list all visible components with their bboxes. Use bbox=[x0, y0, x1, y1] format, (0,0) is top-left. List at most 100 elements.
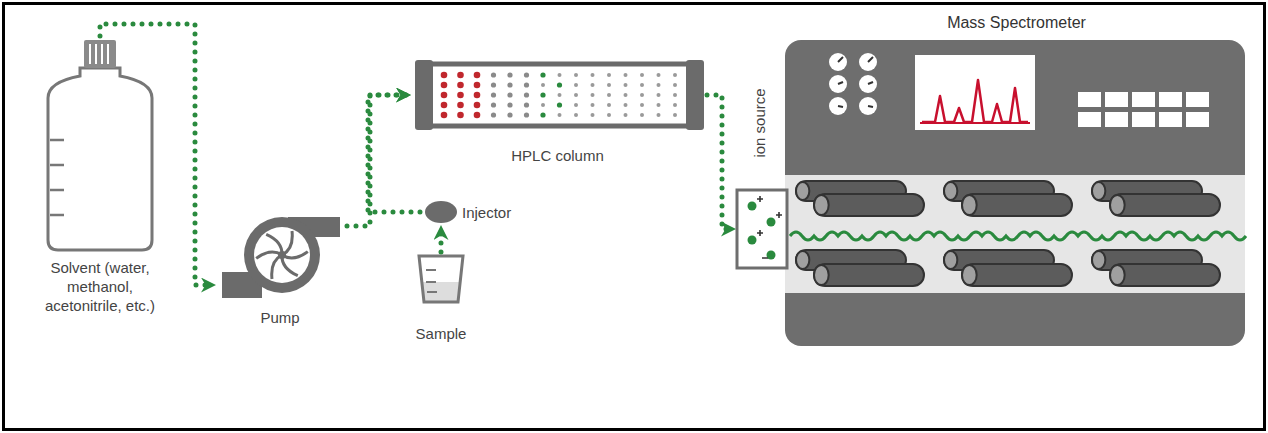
hplc-column bbox=[474, 72, 481, 79]
hplc-column bbox=[624, 113, 628, 117]
hplc-column bbox=[491, 82, 496, 87]
pump-icon bbox=[254, 227, 310, 283]
mass-spectrometer-housing bbox=[785, 40, 1245, 346]
solvent-bottle bbox=[50, 214, 64, 217]
mass-spectrometer-housing bbox=[1186, 112, 1209, 127]
sample-beaker bbox=[419, 256, 463, 302]
hplc-column bbox=[574, 113, 578, 117]
mass-spectrometer-housing bbox=[1105, 112, 1128, 127]
pump-icon bbox=[256, 231, 308, 279]
hplc-column bbox=[673, 83, 677, 87]
mass-spectrometer-node: Mass Spectrometerion source bbox=[728, 8, 1250, 350]
hplc-column bbox=[474, 82, 481, 89]
pump-icon bbox=[278, 251, 286, 259]
hplc-column bbox=[441, 72, 448, 79]
sample-beaker bbox=[427, 291, 437, 293]
mass-spectrometer-housing bbox=[962, 264, 1072, 286]
solvent-bottle bbox=[107, 44, 109, 64]
mass-spectrometer-housing bbox=[814, 195, 829, 215]
injector-node: Injector bbox=[420, 198, 535, 228]
hplc-column bbox=[540, 72, 545, 77]
hplc-column bbox=[558, 93, 562, 97]
hplc-column bbox=[507, 72, 512, 77]
mass-spectrometer-housing bbox=[868, 106, 873, 107]
ion-source-box bbox=[767, 218, 776, 227]
hplc-column bbox=[474, 92, 481, 99]
hplc-column bbox=[457, 82, 464, 89]
hplc-column bbox=[441, 82, 448, 89]
hplc-column bbox=[673, 73, 677, 77]
hplc-column bbox=[574, 83, 578, 87]
hplc-column bbox=[441, 72, 677, 119]
hplc-column bbox=[673, 113, 677, 117]
mass-spectrometer-housing bbox=[944, 251, 957, 269]
mass-spectrometer-housing bbox=[1110, 265, 1125, 285]
mass-spectrometer-housing bbox=[1132, 112, 1155, 127]
hplc-column bbox=[673, 93, 677, 97]
hplc-column bbox=[686, 60, 704, 130]
hplc-column bbox=[491, 112, 496, 117]
hplc-column bbox=[640, 83, 644, 87]
hplc-column bbox=[640, 113, 644, 117]
solvent-bottle bbox=[95, 44, 97, 64]
mass-spectrometer-housing bbox=[1186, 92, 1209, 107]
hplc-column bbox=[491, 92, 496, 97]
mass-spectrometer-housing bbox=[915, 55, 1035, 130]
mass-spectrometer-housing bbox=[838, 82, 843, 84]
mass-spectrometer-housing bbox=[962, 194, 1072, 216]
solvent-bottle bbox=[48, 68, 152, 250]
hplc-column bbox=[607, 83, 611, 87]
mass-spectrometer-housing bbox=[920, 122, 1030, 124]
mass-spectrometer-housing bbox=[1078, 92, 1209, 127]
pump-icon bbox=[222, 217, 340, 298]
pump-icon bbox=[256, 246, 282, 267]
mass-spectrometer-housing bbox=[1110, 264, 1220, 286]
mass-spectrometer-housing bbox=[829, 97, 847, 115]
hplc-column bbox=[524, 92, 529, 97]
node-label: Injector bbox=[462, 203, 511, 222]
node-label: Pump bbox=[215, 308, 345, 327]
mass-spectrometer-housing bbox=[796, 251, 809, 269]
mass-spectrometer-housing bbox=[814, 265, 829, 285]
hplc-column bbox=[607, 73, 611, 77]
hplc-column bbox=[441, 112, 448, 119]
solvent-bottle bbox=[84, 40, 116, 68]
hplc-column bbox=[441, 92, 448, 99]
hplc-column bbox=[624, 103, 628, 107]
hplc-column bbox=[507, 102, 512, 107]
mass-spectrometer-housing bbox=[922, 80, 1028, 122]
hplc-column bbox=[415, 60, 433, 130]
mass-spectrometer-housing bbox=[790, 232, 1246, 240]
hplc-column bbox=[507, 112, 512, 117]
hplc-column bbox=[574, 73, 578, 77]
sample-beaker bbox=[421, 282, 459, 302]
solvent-bottle bbox=[50, 164, 64, 167]
mass-spectrometer-housing bbox=[838, 106, 843, 107]
mass-spectrometer-housing bbox=[785, 40, 1246, 346]
mass-spectrometer-housing bbox=[785, 175, 1245, 293]
mass-spectrometer-housing bbox=[814, 194, 924, 216]
node-label: ion source bbox=[750, 88, 769, 157]
flow-connector bbox=[100, 24, 213, 285]
hplc-column bbox=[591, 83, 595, 87]
injector-icon bbox=[425, 201, 457, 223]
hplc-column bbox=[474, 102, 481, 109]
hplc-column bbox=[574, 93, 578, 97]
hplc-column bbox=[624, 73, 628, 77]
mass-spectrometer-housing bbox=[1105, 92, 1128, 107]
hplc-column bbox=[524, 102, 529, 107]
mass-spectrometer-housing bbox=[1159, 92, 1182, 107]
hplc-column bbox=[524, 72, 529, 77]
solvent-bottle-node: Solvent (water, methanol, acetonitrile, … bbox=[28, 36, 172, 328]
hplc-column bbox=[557, 102, 562, 107]
sample-beaker bbox=[426, 281, 436, 283]
solvent-bottle bbox=[89, 44, 91, 64]
hplc-column bbox=[657, 93, 661, 97]
hplc-column bbox=[415, 60, 704, 130]
mass-spectrometer-housing bbox=[1110, 194, 1220, 216]
pump-icon bbox=[244, 217, 320, 293]
hplc-column bbox=[558, 73, 562, 77]
sample-beaker bbox=[419, 256, 463, 302]
hplc-column bbox=[640, 73, 644, 77]
